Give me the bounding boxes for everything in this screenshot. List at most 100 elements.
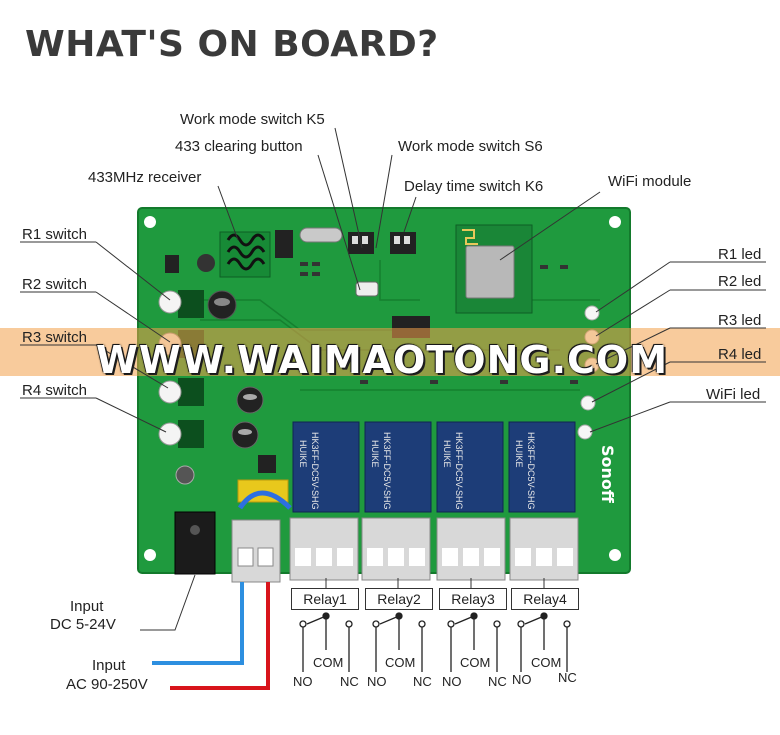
leader-r1-switch	[95, 241, 171, 301]
relay-schematic-1	[299, 612, 353, 672]
led-r4	[580, 395, 596, 411]
relay-model: HK3FF-DC5V-SHG	[454, 432, 464, 510]
relay-2-no: NO	[367, 674, 387, 689]
relay-3-nc: NC	[488, 674, 507, 689]
relay-label-2: Relay2	[365, 588, 433, 610]
regulator	[258, 455, 276, 473]
relay-4-nc: NC	[558, 670, 577, 685]
label-r3-switch: R3 switch	[22, 329, 88, 346]
chip	[165, 255, 179, 273]
switch-r1	[158, 290, 204, 318]
label-work-mode-s6: Work mode switch S6	[398, 138, 543, 155]
terminal-relay-1	[289, 517, 359, 581]
relay-1-no: NO	[293, 674, 313, 689]
led-r1	[584, 305, 600, 321]
label-r2-led: R2 led	[718, 273, 762, 290]
label-433-clearing-button: 433 clearing button	[175, 138, 303, 155]
leader-recv	[217, 185, 239, 241]
relay-2-nc: NC	[413, 674, 432, 689]
terminal-power	[231, 519, 281, 583]
relay-schematic-3	[447, 612, 501, 672]
relay-model: HK3FF-DC5V-SHG	[526, 432, 536, 510]
leader-r4-switch	[95, 397, 167, 433]
relay-label-4: Relay4	[511, 588, 579, 610]
leader-r1-led	[595, 261, 671, 313]
leader-r4-led	[591, 361, 671, 403]
relay-model: HK3FF-DC5V-SHG	[310, 432, 320, 510]
fuse-wire	[237, 490, 292, 510]
label-r4-switch: R4 switch	[22, 382, 88, 399]
inductor	[197, 254, 215, 272]
relay-label-3: Relay3	[439, 588, 507, 610]
relay-4-com: COM	[531, 655, 562, 670]
relay-block-2	[364, 421, 432, 513]
mounting-hole	[144, 549, 156, 561]
label-wifi-led: WiFi led	[706, 386, 761, 403]
terminal-relay-4	[509, 517, 579, 581]
page-title: WHAT'S ON BOARD?	[25, 24, 439, 65]
leader-k6	[403, 196, 417, 233]
relay-1-com: COM	[313, 655, 344, 670]
clearing-button	[355, 281, 379, 297]
switch-r4	[158, 420, 204, 448]
dip-switch-k6	[390, 232, 416, 254]
relay-1-nc: NC	[340, 674, 359, 689]
relay-schematic-2	[372, 612, 426, 672]
leader-r3-led	[595, 327, 671, 365]
label-input-ac-range: AC 90-250V	[66, 676, 148, 693]
label-delay-time-k6: Delay time switch K6	[404, 178, 544, 195]
label-input-dc: Input	[70, 598, 104, 615]
relay-brand: HUIKE	[298, 440, 308, 468]
relay-model: HK3FF-DC5V-SHG	[382, 432, 392, 510]
label-r1-switch: R1 switch	[22, 226, 88, 243]
label-input-dc-range: DC 5-24V	[50, 616, 116, 633]
dc-jack	[174, 511, 216, 575]
mounting-hole	[609, 549, 621, 561]
label-r2-switch: R2 switch	[22, 276, 88, 293]
label-433mhz-receiver: 433MHz receiver	[88, 169, 202, 186]
watermark-band	[0, 328, 780, 376]
watermark: WWW.WAIMAOTONG.COM	[96, 338, 669, 382]
receiver-coil	[226, 233, 266, 271]
relay-label-1: Relay1	[291, 588, 359, 610]
leader-wifi-led	[589, 401, 671, 433]
relay-brand: HUIKE	[442, 440, 452, 468]
ac-wire-blue	[152, 582, 244, 665]
leader-s6	[375, 154, 393, 249]
leader-clear	[317, 154, 361, 291]
label-r1-led: R1 led	[718, 246, 762, 263]
relay-block-3	[436, 421, 504, 513]
buzzer	[175, 465, 195, 485]
relay-brand: HUIKE	[514, 440, 524, 468]
leader-r3-switch	[95, 344, 169, 389]
relay-schematic-4	[517, 612, 571, 672]
leader-k5	[334, 127, 363, 249]
leader-r2-switch	[95, 291, 171, 343]
relay-block-4	[508, 421, 576, 513]
leader-wifi	[499, 191, 601, 261]
leader-dc	[140, 574, 196, 631]
relay-brand: HUIKE	[370, 440, 380, 468]
crystal	[299, 227, 343, 243]
relay-3-no: NO	[442, 674, 462, 689]
label-r4-led: R4 led	[718, 346, 762, 363]
ac-wire-red	[170, 582, 270, 690]
relay-4-no: NO	[512, 672, 532, 687]
board-logo: Sonoff	[598, 445, 617, 504]
mounting-hole	[144, 216, 156, 228]
leader-r2-led	[595, 289, 671, 337]
label-r3-led: R3 led	[718, 312, 762, 329]
mounting-hole	[609, 216, 621, 228]
relay-3-com: COM	[460, 655, 491, 670]
label-wifi-module: WiFi module	[608, 173, 692, 190]
terminal-relay-3	[436, 517, 506, 581]
relay-2-com: COM	[385, 655, 416, 670]
relay-block-1	[292, 421, 360, 513]
label-work-mode-k5: Work mode switch K5	[180, 111, 325, 128]
terminal-relay-2	[361, 517, 431, 581]
led-wifi	[577, 424, 593, 440]
label-input-ac: Input	[92, 657, 126, 674]
switch-r3	[158, 378, 204, 406]
chip	[275, 230, 293, 258]
